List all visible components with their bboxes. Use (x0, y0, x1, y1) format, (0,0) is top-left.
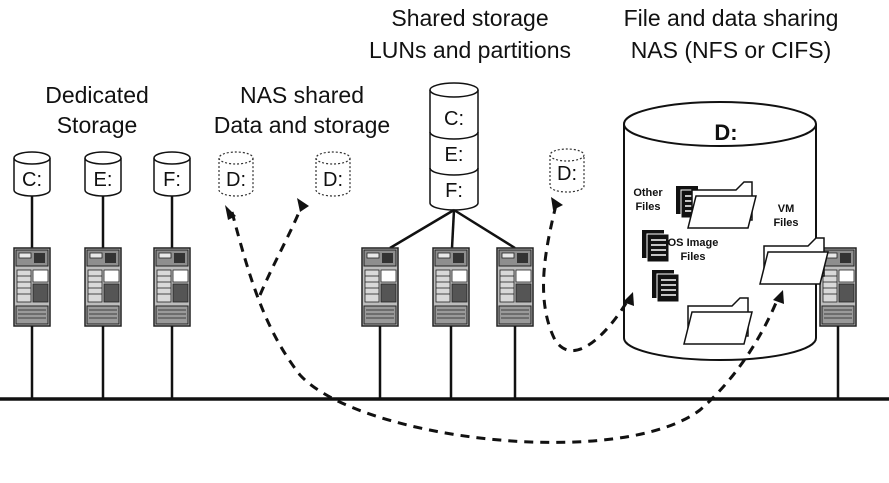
drive-d-virtual-2: D: (315, 151, 351, 197)
vm-files-label: VM (778, 203, 795, 215)
nas-volume-cylinder: D: Other Files VM Files OS Image Files (623, 101, 829, 361)
server-2 (84, 247, 122, 327)
other-files-label: Files (635, 201, 660, 213)
heading-line: NAS shared (240, 82, 364, 108)
file-sharing-arrow (542, 204, 630, 353)
other-files-label: Other (633, 187, 663, 199)
server-3 (153, 247, 191, 327)
drive-label: D: (226, 169, 246, 191)
vm-files-label: Files (773, 217, 798, 229)
drive-d-virtual-1: D: (218, 151, 254, 197)
heading-line: Shared storage (391, 5, 548, 31)
heading-file-sharing: File and data sharing NAS (NFS or CIFS) (624, 5, 839, 63)
drive-label-f: F: (445, 180, 463, 202)
drive-label: F: (163, 169, 181, 191)
heading-dedicated-storage: Dedicated Storage (45, 82, 149, 138)
arrowhead (225, 205, 236, 220)
drive-e-dedicated: E: (84, 151, 122, 197)
heading-line: File and data sharing (624, 5, 839, 31)
arrow-heads (225, 197, 784, 306)
heading-line: LUNs and partitions (369, 37, 571, 63)
arrowhead (623, 292, 634, 306)
access-arrows (230, 204, 780, 444)
heading-nas-shared: NAS shared Data and storage (214, 82, 390, 138)
drive-d-virtual-3: D: (549, 148, 585, 193)
os-image-files-label: Files (680, 251, 705, 263)
heading-line: Dedicated (45, 82, 149, 108)
drive-label: C: (22, 169, 42, 191)
arrowhead (773, 290, 784, 304)
heading-line: Data and storage (214, 112, 390, 138)
drive-label-c: C: (444, 108, 464, 130)
drive-c-dedicated: C: (13, 151, 51, 197)
document-stack-icon (641, 229, 670, 263)
nas-shared-arrow (230, 211, 780, 444)
shared-storage-links (389, 208, 516, 250)
drive-label: D: (557, 163, 577, 185)
drive-label: E: (94, 169, 113, 191)
nas-volume-label: D: (714, 120, 737, 145)
nas-shared-arrow-2 (258, 204, 304, 296)
drive-label: D: (323, 169, 343, 191)
os-image-files-label: OS Image (668, 237, 719, 249)
arrowhead (551, 197, 563, 210)
shared-storage-stack: C: E: F: (429, 82, 479, 211)
server-5 (432, 247, 470, 327)
server-6 (496, 247, 534, 327)
heading-shared-storage: Shared storage LUNs and partitions (369, 5, 571, 63)
server-1 (13, 247, 51, 327)
heading-line: Storage (57, 112, 138, 138)
document-stack-icon (651, 269, 680, 303)
server-4 (361, 247, 399, 327)
heading-line: NAS (NFS or CIFS) (631, 37, 832, 63)
arrowhead (297, 198, 309, 212)
drive-label-e: E: (445, 144, 464, 166)
drive-f-dedicated: F: (153, 151, 191, 197)
